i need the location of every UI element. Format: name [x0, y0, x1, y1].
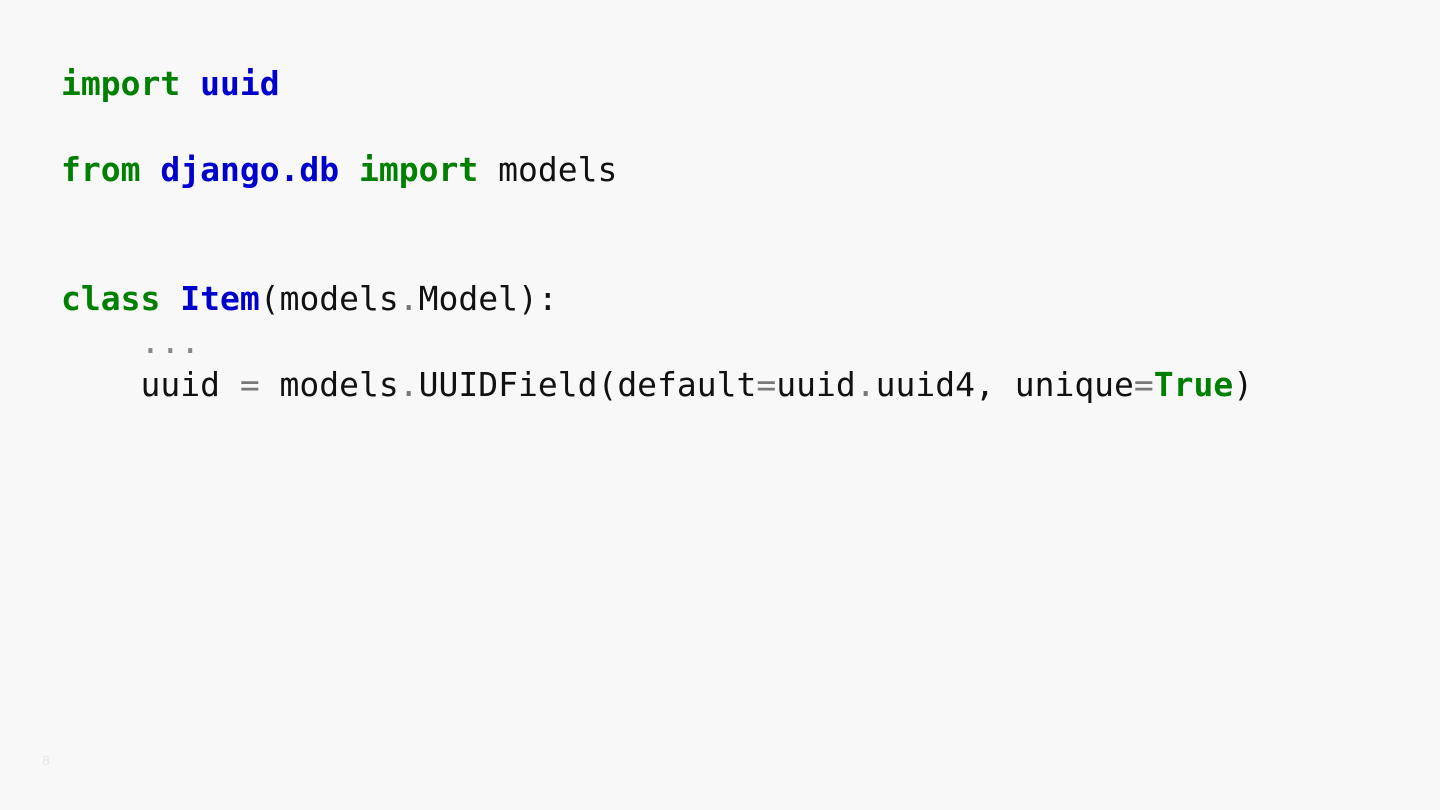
code-token: from	[61, 150, 141, 189]
code-token: =	[756, 365, 777, 404]
code-token: import	[61, 64, 181, 103]
code-line	[61, 191, 1253, 234]
code-token: uuid	[200, 64, 280, 103]
code-token: (models	[259, 279, 399, 318]
code-token	[180, 64, 200, 103]
code-token: =	[1133, 365, 1154, 404]
code-token: ...	[61, 322, 201, 361]
code-token: models	[478, 150, 618, 189]
code-token	[339, 150, 359, 189]
code-token: class	[61, 279, 161, 318]
code-token: uuid4, unique	[875, 365, 1134, 404]
code-token: =	[239, 365, 260, 404]
code-line: class Item(models.Model):	[61, 277, 1253, 320]
code-token: models	[259, 365, 399, 404]
code-token: .	[855, 365, 876, 404]
code-line: from django.db import models	[61, 148, 1253, 191]
code-line	[61, 105, 1253, 148]
code-token: django.db	[160, 150, 340, 189]
code-token: import	[359, 150, 479, 189]
code-token	[140, 150, 160, 189]
slide-number: 8	[42, 752, 50, 768]
code-token: Model):	[418, 279, 558, 318]
code-token: UUIDField(default	[418, 365, 757, 404]
code-token: uuid	[61, 365, 240, 404]
code-token: True	[1153, 365, 1234, 404]
code-token: .	[398, 279, 419, 318]
code-token: uuid	[776, 365, 856, 404]
code-line: ...	[61, 320, 1253, 363]
code-token: )	[1233, 365, 1254, 404]
code-token: .	[398, 365, 419, 404]
code-token: Item	[180, 279, 260, 318]
code-line: import uuid	[61, 62, 1253, 105]
code-line	[61, 234, 1253, 277]
code-block: import uuid from django.db import models c…	[61, 62, 1253, 406]
code-line: uuid = models.UUIDField(default=uuid.uui…	[61, 363, 1253, 406]
code-token	[160, 279, 180, 318]
